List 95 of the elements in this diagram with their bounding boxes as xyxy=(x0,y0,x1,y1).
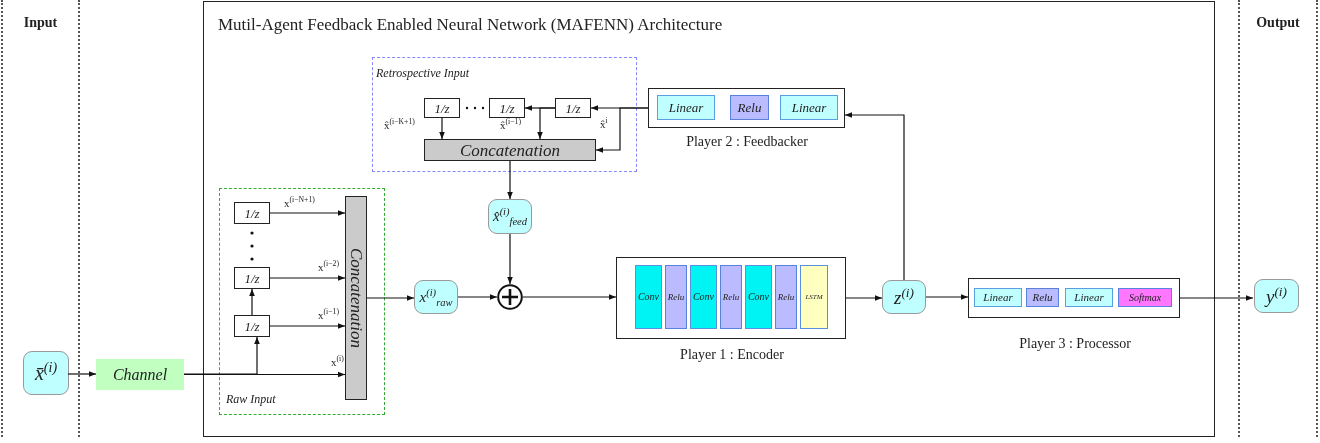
signal-node xyxy=(882,280,926,314)
layer-block xyxy=(1026,288,1059,307)
edge-label: x̂$^{(i−K+1)}$ xyxy=(384,120,415,131)
arrow xyxy=(249,288,255,316)
edge-label: x$^{(i−N+1)}$ xyxy=(284,198,315,209)
layer-label: Relu xyxy=(1032,292,1053,303)
delay-label: 1/z xyxy=(244,319,260,333)
concatenation-bar xyxy=(345,196,367,400)
arrow xyxy=(537,107,556,140)
arrow xyxy=(439,117,445,140)
arrow xyxy=(67,371,97,377)
layer-label: Linear xyxy=(983,292,1013,303)
layer-label: Relu xyxy=(777,292,795,302)
panel-title: Output xyxy=(1255,16,1301,30)
signal-node xyxy=(23,351,69,395)
layer-block xyxy=(690,265,717,329)
arrow xyxy=(183,336,260,375)
raw-input-frame xyxy=(219,188,385,415)
signal-node xyxy=(414,280,458,314)
delay-label: 1/z xyxy=(244,271,260,285)
arrow xyxy=(457,294,498,300)
feedbacker-box xyxy=(648,88,845,128)
delay-label: 1/z xyxy=(565,101,581,115)
channel-label: Channel xyxy=(112,366,168,383)
delay-box xyxy=(489,98,525,118)
layer-label: Relu xyxy=(737,101,762,114)
layer-label: Softmax xyxy=(1128,292,1162,303)
layer-block xyxy=(745,265,772,329)
layer-label: Conv xyxy=(747,292,770,302)
frame-title: Raw Input xyxy=(226,393,276,405)
arrow xyxy=(522,294,617,300)
arrow xyxy=(507,233,513,285)
summation-symbol xyxy=(497,284,523,310)
layer-block xyxy=(974,288,1022,307)
signal-symbol: x̄$^{(i)}$ xyxy=(34,363,58,383)
layer-block xyxy=(657,95,715,120)
arrow xyxy=(269,210,346,216)
arrow xyxy=(1179,295,1254,301)
arrow xyxy=(844,112,905,281)
signal-node xyxy=(488,199,532,234)
edge-label: x̂$^{i}$ xyxy=(600,119,608,130)
delay-box xyxy=(555,98,591,118)
arrow xyxy=(366,295,415,301)
edge-label: x̂$^{(i−1)}$ xyxy=(500,120,521,131)
arrow xyxy=(595,107,649,153)
layer-block xyxy=(730,95,769,120)
encoder-box xyxy=(616,257,846,339)
layer-block xyxy=(800,265,828,329)
output-panel xyxy=(1238,0,1318,437)
layer-label: Linear xyxy=(1074,292,1104,303)
edge-label: x$^{(i−1)}$ xyxy=(318,310,339,321)
layer-label: Conv xyxy=(637,292,660,302)
layer-label: Relu xyxy=(722,292,740,302)
input-panel xyxy=(1,0,80,437)
signal-symbol: z$^{(i)}$ xyxy=(894,287,914,307)
layer-label: Relu xyxy=(667,292,685,302)
delay-label: 1/z xyxy=(499,101,515,115)
signal-node xyxy=(1254,279,1299,313)
signal-symbol: y$^{(i)}$ xyxy=(1266,286,1287,306)
arrow xyxy=(507,160,513,200)
player-caption: Player 3 : Processor xyxy=(1019,337,1131,351)
panel-title: Input xyxy=(22,16,59,30)
arrow xyxy=(925,294,969,300)
edge-label: x$^{(i−2)}$ xyxy=(318,262,339,273)
processor-box xyxy=(968,278,1180,318)
delay-box xyxy=(424,98,460,118)
edge-label: x$^{(i)}$ xyxy=(331,357,344,368)
concatenation-bar xyxy=(424,139,596,161)
retrospective-input-frame xyxy=(372,57,637,172)
arrow xyxy=(269,323,346,329)
layer-label: Linear xyxy=(791,101,827,114)
player-caption: Player 1 : Encoder xyxy=(680,348,784,362)
architecture-panel xyxy=(203,1,1215,437)
delay-label: 1/z xyxy=(244,206,260,220)
layer-block xyxy=(1118,288,1172,307)
delay-box xyxy=(234,315,270,337)
delay-label: 1/z xyxy=(434,101,450,115)
arrow xyxy=(269,275,346,281)
delay-box xyxy=(234,267,270,289)
panel-title: Mutil-Agent Feedback Enabled Neural Network (MAFENN) Architecture xyxy=(218,16,723,33)
concatenation-label: Concatenation xyxy=(347,247,365,349)
delay-box xyxy=(234,202,270,224)
concatenation-label: Concatenation xyxy=(459,141,561,159)
layer-block xyxy=(635,265,662,329)
arrow xyxy=(845,295,883,301)
layer-label: Conv xyxy=(692,292,715,302)
player-caption: Player 2 : Feedbacker xyxy=(686,135,808,149)
layer-block xyxy=(720,265,742,329)
layer-block xyxy=(775,265,797,329)
layer-label: Linear xyxy=(668,101,704,114)
layer-block xyxy=(780,95,838,120)
frame-title: Retrospective Input xyxy=(376,67,470,79)
layer-block xyxy=(665,265,687,329)
channel-box xyxy=(96,359,184,390)
layer-block xyxy=(1065,288,1113,307)
